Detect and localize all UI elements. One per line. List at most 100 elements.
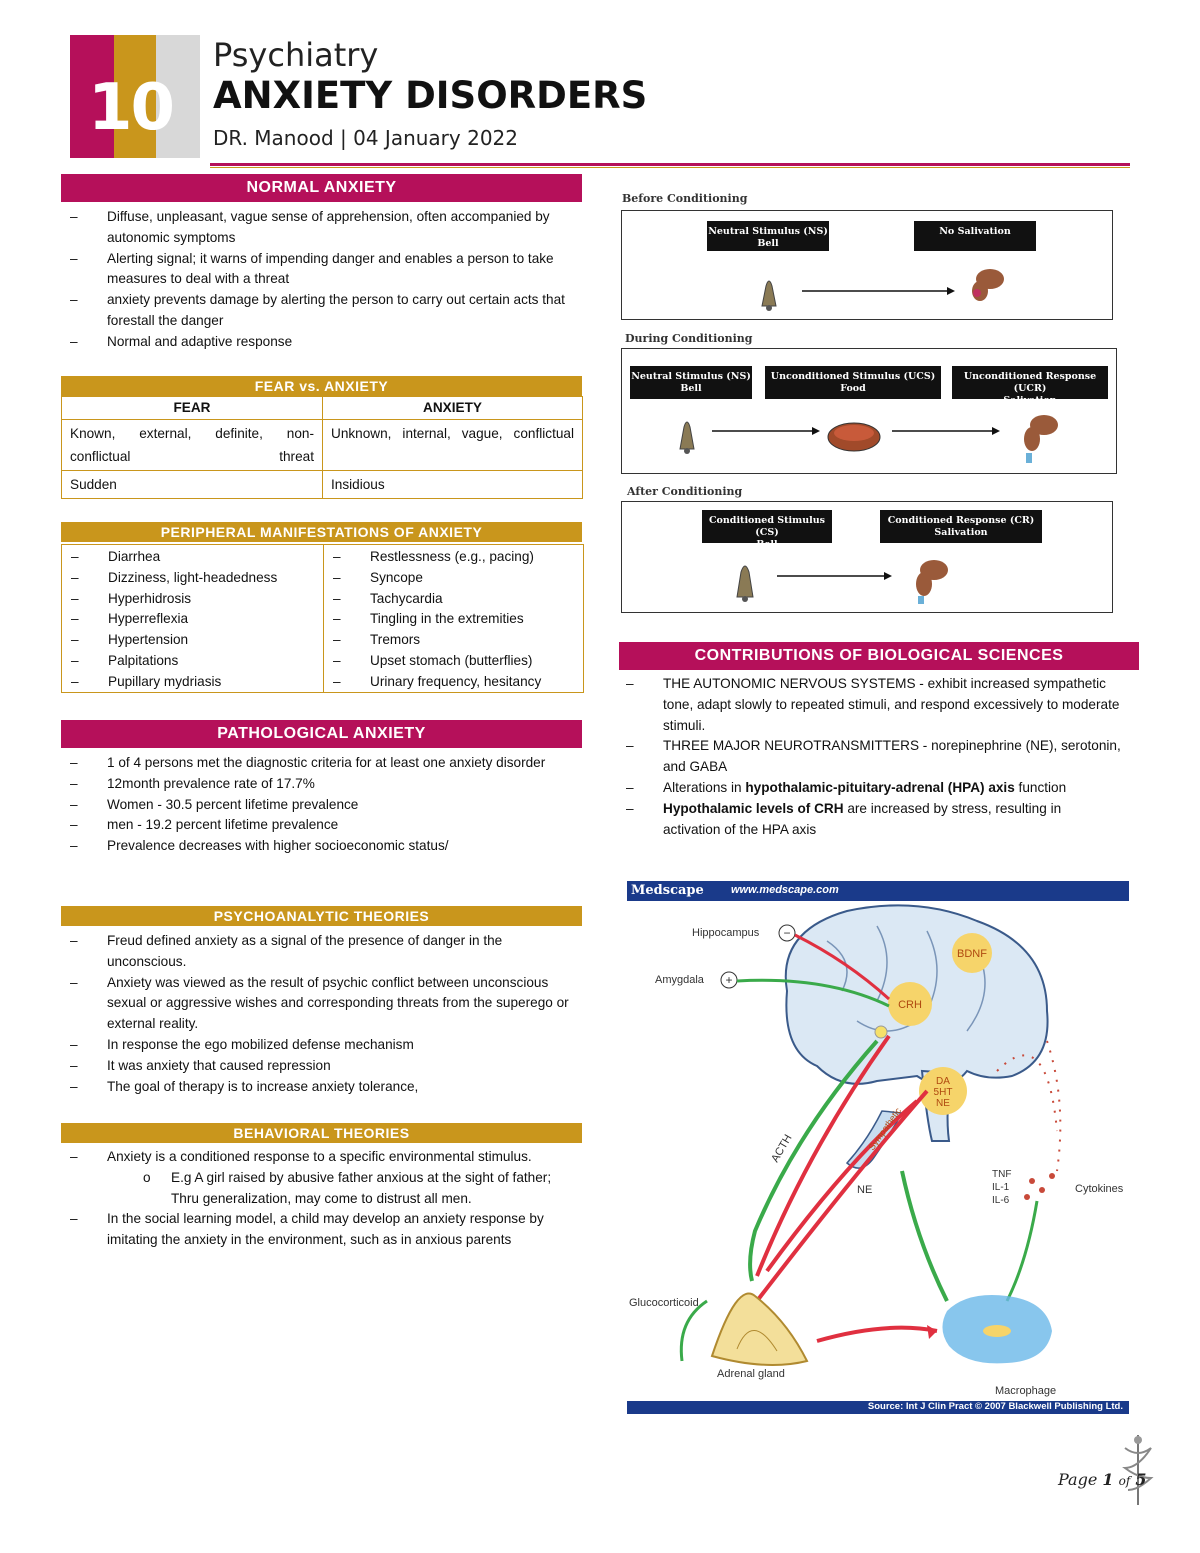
list-item: In response the ego mobilized defense me… xyxy=(61,1035,582,1056)
list-item: Palpitations xyxy=(62,651,322,672)
ns-bell-box: Neutral Stimulus (NS) Bell xyxy=(707,221,829,251)
hippocampus-label: Hippocampus xyxy=(692,927,760,939)
fear-vs-anxiety-heading: FEAR vs. ANXIETY xyxy=(61,376,582,396)
adrenal-gland-label: Adrenal gland xyxy=(717,1368,785,1380)
svg-text:CRH: CRH xyxy=(898,999,922,1011)
list-item: The goal of therapy is to increase anxie… xyxy=(61,1077,582,1098)
list-subitem: E.g A girl raised by abusive father anxi… xyxy=(61,1168,582,1210)
chapter-logo: 10 xyxy=(70,35,200,158)
dog-icon xyxy=(916,560,948,604)
il6-label: IL-6 xyxy=(992,1195,1010,1206)
table-cell: Known, external, definite, non-conflictu… xyxy=(61,419,323,471)
list-item: Dizziness, light-headedness xyxy=(62,568,322,589)
list-item: men - 19.2 percent lifetime prevalence xyxy=(61,815,582,836)
behavioral-heading: BEHAVIORAL THEORIES xyxy=(61,1123,582,1143)
list-item: Tingling in the extremities xyxy=(324,609,582,630)
caduceus-icon xyxy=(1122,1435,1154,1505)
list-item: Anxiety is a conditioned response to a s… xyxy=(61,1147,582,1168)
table-cell: Insidious xyxy=(322,470,583,499)
figure-header-bar: Medscape www.medscape.com xyxy=(627,881,1129,901)
list-item: Alterations in hypothalamic-pituitary-ad… xyxy=(617,778,1122,799)
after-conditioning-panel: Conditioned Stimulus (CS) Bell Condition… xyxy=(621,501,1113,613)
list-item: 1 of 4 persons met the diagnostic criter… xyxy=(61,753,582,774)
bell-icon xyxy=(736,565,754,602)
table-header: ANXIETY xyxy=(322,396,583,420)
cytokines-label: Cytokines xyxy=(1075,1183,1124,1195)
list-item: Pupillary mydriasis xyxy=(62,672,322,693)
cs-bell-box: Conditioned Stimulus (CS) Bell xyxy=(702,510,832,550)
biological-heading: CONTRIBUTIONS OF BIOLOGICAL SCIENCES xyxy=(619,642,1139,670)
list-item: Hypertension xyxy=(62,630,322,651)
list-item: Prevalence decreases with higher socioec… xyxy=(61,836,582,857)
glucocorticoid-label: Glucocorticoid xyxy=(629,1297,699,1309)
peripheral-left-list: Diarrhea Dizziness, light-headedness Hyp… xyxy=(62,547,322,693)
chapter-number: 10 xyxy=(88,71,175,145)
after-conditioning-drawing xyxy=(736,560,948,604)
no-salivation-box: No Salivation xyxy=(914,221,1036,251)
list-item: It was anxiety that caused repression xyxy=(61,1056,582,1077)
svg-text:−: − xyxy=(783,926,790,940)
list-item: Alerting signal; it warns of impending d… xyxy=(61,249,582,291)
page-title: ANXIETY DISORDERS xyxy=(213,74,648,117)
list-item: Hypothalamic levels of CRH are increased… xyxy=(617,799,1122,841)
psychoanalytic-heading: PSYCHOANALYTIC THEORIES xyxy=(61,906,582,926)
list-item: Normal and adaptive response xyxy=(61,332,582,353)
before-conditioning-label: Before Conditioning xyxy=(622,192,748,205)
svg-text:BDNF: BDNF xyxy=(957,948,987,960)
list-item: Tachycardia xyxy=(324,589,582,610)
figure-source: Source: Int J Clin Pract © 2007 Blackwel… xyxy=(867,1401,1123,1412)
table-header: FEAR xyxy=(61,396,323,420)
ns-bell-box: Neutral Stimulus (NS) Bell xyxy=(630,366,752,399)
pathological-heading: PATHOLOGICAL ANXIETY xyxy=(61,720,582,748)
bell-icon xyxy=(679,421,695,454)
list-item: Restlessness (e.g., pacing) xyxy=(324,547,582,568)
peripheral-box: Diarrhea Dizziness, light-headedness Hyp… xyxy=(61,544,584,693)
svg-text:NE: NE xyxy=(936,1098,950,1109)
neurotransmitter-node xyxy=(919,1067,967,1115)
normal-anxiety-list: Diffuse, unpleasant, vague sense of appr… xyxy=(61,207,582,353)
biological-list: THE AUTONOMIC NERVOUS SYSTEMS - exhibit … xyxy=(617,674,1122,840)
bell-icon xyxy=(761,280,777,311)
normal-anxiety-heading: NORMAL ANXIETY xyxy=(61,174,582,202)
list-item: Anxiety was viewed as the result of psyc… xyxy=(61,973,582,1035)
before-conditioning-panel: Neutral Stimulus (NS) Bell No Salivation xyxy=(621,210,1113,320)
list-item: Hyperhidrosis xyxy=(62,589,322,610)
medscape-logo: Medscape xyxy=(631,883,704,898)
subject-title: Psychiatry xyxy=(213,36,379,74)
ucs-food-box: Unconditioned Stimulus (UCS) Food xyxy=(765,366,941,399)
amygdala-label: Amygdala xyxy=(655,974,705,986)
bdnf-node xyxy=(952,933,992,973)
svg-text:5HT: 5HT xyxy=(934,1087,953,1098)
list-item: Urinary frequency, hesitancy xyxy=(324,672,582,693)
during-conditioning-label: During Conditioning xyxy=(625,332,753,345)
crh-node xyxy=(888,982,932,1026)
list-item: Diarrhea xyxy=(62,547,322,568)
list-item: Diffuse, unpleasant, vague sense of appr… xyxy=(61,207,582,249)
figure-footer-bar: Source: Int J Clin Pract © 2007 Blackwel… xyxy=(627,1401,1129,1414)
psychoanalytic-list: Freud defined anxiety as a signal of the… xyxy=(61,931,582,1097)
list-item: In the social learning model, a child ma… xyxy=(61,1209,582,1251)
food-bowl-icon xyxy=(827,422,881,452)
table-row: Known, external, definite, non-conflictu… xyxy=(61,419,583,471)
hypothalamus-node xyxy=(874,1025,888,1039)
header-rule xyxy=(210,163,1130,166)
lecturer-date: DR. Manood | 04 January 2022 xyxy=(213,126,518,150)
pathological-list: 1 of 4 persons met the diagnostic criter… xyxy=(61,753,582,857)
during-conditioning-panel: Neutral Stimulus (NS) Bell Unconditioned… xyxy=(621,348,1117,474)
il1-label: IL-1 xyxy=(992,1182,1010,1193)
list-item: Syncope xyxy=(324,568,582,589)
list-item: 12month prevalence rate of 17.7% xyxy=(61,774,582,795)
svg-text:DA: DA xyxy=(936,1076,950,1087)
cr-salivation-box: Conditioned Response (CR) Salivation xyxy=(880,510,1042,543)
table-row: Sudden Insidious xyxy=(61,470,583,499)
after-conditioning-label: After Conditioning xyxy=(627,485,743,498)
fear-anxiety-table: FEAR ANXIETY Known, external, definite, … xyxy=(61,396,583,499)
ne-label: NE xyxy=(857,1184,872,1196)
list-item: Freud defined anxiety as a signal of the… xyxy=(61,931,582,973)
svg-text:+: + xyxy=(725,973,732,987)
list-item: THREE MAJOR NEUROTRANSMITTERS - norepine… xyxy=(617,736,1122,778)
dog-icon xyxy=(1024,415,1058,463)
adrenal-gland-shape xyxy=(710,1292,809,1366)
table-cell: Sudden xyxy=(61,470,323,499)
peripheral-right-list: Restlessness (e.g., pacing) Syncope Tach… xyxy=(324,547,582,693)
